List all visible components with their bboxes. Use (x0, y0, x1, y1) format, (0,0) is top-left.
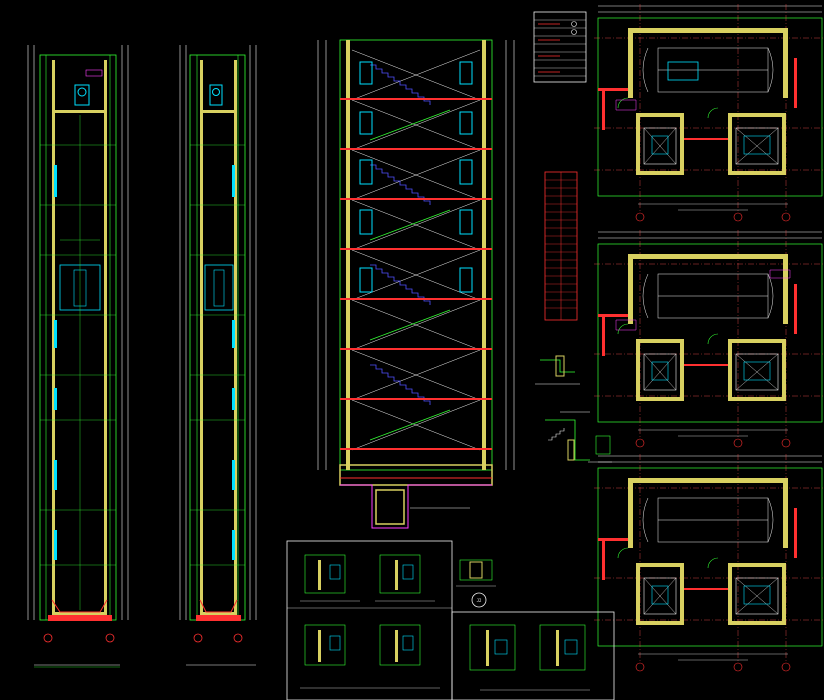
small-detail (456, 559, 496, 587)
plan-annotations (615, 99, 791, 331)
legend-box (533, 11, 587, 83)
detail-bubble-label: J2 (477, 598, 482, 603)
elevator-section-1 (27, 45, 129, 668)
plan-1-stair-block (667, 61, 699, 81)
stair-section (317, 39, 515, 529)
floor-level-lines (40, 144, 245, 566)
elevator-section-2 (179, 45, 257, 666)
schedule-table (544, 171, 578, 321)
detail-panel-right (451, 611, 615, 700)
detail-bubble (471, 592, 487, 608)
